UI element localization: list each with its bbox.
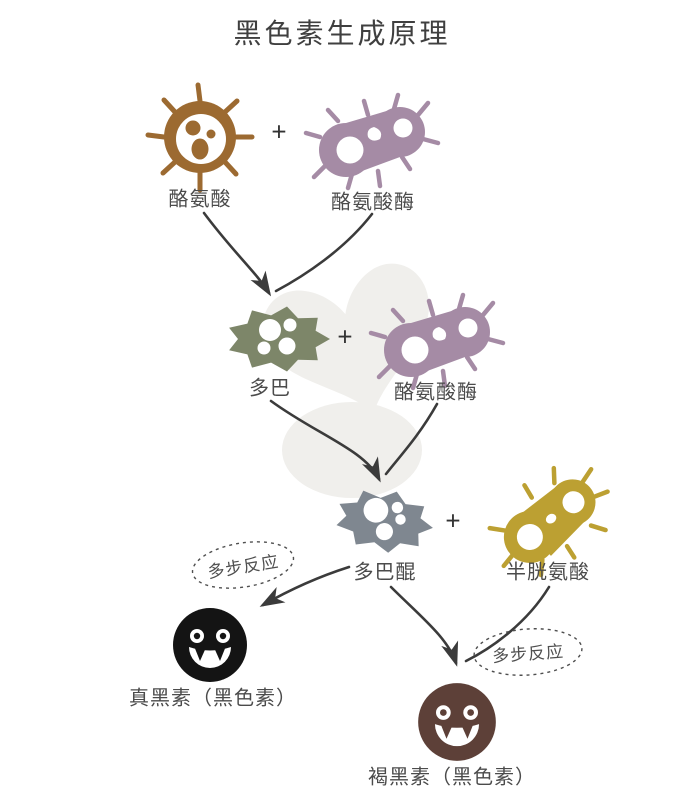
arrow-dopaquinone-to-pheomelanin <box>389 585 459 667</box>
dopaquinone-label: 多巴醌 <box>353 561 417 584</box>
tyrosinase-cell-icon-1 <box>306 95 438 188</box>
tyrosinase-label-2: 酪氨酸酶 <box>394 381 478 404</box>
dopa-cell-icon <box>229 306 330 372</box>
cysteine-cell-icon <box>487 465 610 578</box>
eumelanin-smiley-icon <box>173 608 247 682</box>
multistep-ovals <box>191 541 583 676</box>
eumelanin-label: 真黑素（黑色素） <box>129 687 297 710</box>
arrow-dopa-to-dopaquinone <box>269 399 381 483</box>
arrow-cysteine-to-pheomelanin <box>464 585 551 663</box>
dopa-label: 多巴 <box>249 377 291 400</box>
arrow-tyrosinase1-to-dopa <box>274 212 374 293</box>
tyrosinase-label-1: 酪氨酸酶 <box>331 191 415 214</box>
tyrosine-label: 酪氨酸 <box>168 188 232 211</box>
page-title: 黑色素生成原理 <box>233 18 451 49</box>
arrow-dopaquinone-to-eumelanin <box>259 565 351 607</box>
cysteine-label: 半胱氨酸 <box>506 561 590 584</box>
arrow-tyrosinase2-to-dopaquinone <box>384 402 439 476</box>
dopaquinone-cell-icon <box>333 483 438 559</box>
pheomelanin-smiley-icon <box>418 683 496 761</box>
multistep-oval-right <box>473 628 583 676</box>
plus-sign-3: + <box>445 505 461 536</box>
arrow-tyrosine-to-dopa <box>202 211 272 297</box>
multistep-note-right: 多步反应 <box>491 642 565 666</box>
plus-sign-1: + <box>271 116 287 147</box>
reaction-arrows <box>202 211 551 667</box>
tyrosine-cell-icon <box>145 82 255 193</box>
multistep-oval-left <box>191 541 295 589</box>
plus-sign-2: + <box>337 321 353 352</box>
pheomelanin-label: 褐黑素（黑色素） <box>368 766 536 789</box>
